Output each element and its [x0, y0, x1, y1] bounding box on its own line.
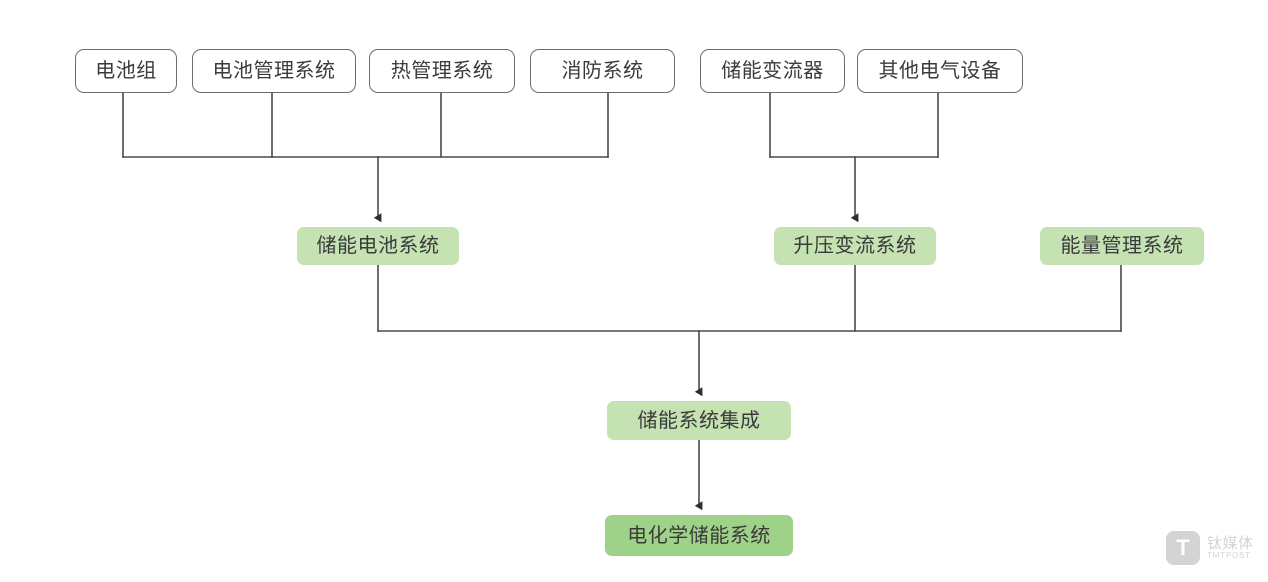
- watermark: T 钛媒体 TMTPOST: [1166, 528, 1262, 568]
- node-fire-protection-system[interactable]: 消防系统: [530, 49, 675, 93]
- node-battery-management-system-label: 电池管理系统: [212, 60, 336, 82]
- node-other-electrical-equipment[interactable]: 其他电气设备: [857, 49, 1023, 93]
- node-energy-management-system[interactable]: 能量管理系统: [1040, 227, 1204, 265]
- node-other-electrical-equipment-label: 其他电气设备: [878, 60, 1002, 82]
- node-boost-conversion-system[interactable]: 升压变流系统: [774, 227, 936, 265]
- watermark-text: 钛媒体 TMTPOST: [1207, 536, 1254, 560]
- node-electrochemical-energy-storage-system[interactable]: 电化学储能系统: [605, 515, 793, 556]
- node-boost-conversion-system-label: 升压变流系统: [793, 235, 917, 257]
- node-electrochemical-energy-storage-system-label: 电化学储能系统: [627, 524, 771, 547]
- tmtpost-logo-icon: T: [1166, 531, 1200, 565]
- node-battery-management-system[interactable]: 电池管理系统: [192, 49, 356, 93]
- node-energy-management-system-label: 能量管理系统: [1060, 235, 1184, 257]
- node-energy-storage-battery-system[interactable]: 储能电池系统: [297, 227, 459, 265]
- watermark-mark-letter: T: [1176, 535, 1190, 560]
- node-battery-pack-label: 电池组: [95, 60, 157, 82]
- watermark-name-cn: 钛媒体: [1207, 535, 1254, 552]
- node-energy-storage-system-integration-label: 储能系统集成: [637, 409, 761, 432]
- node-fire-protection-system-label: 消防系统: [561, 60, 644, 82]
- node-energy-storage-converter-label: 储能变流器: [721, 60, 824, 82]
- watermark-name-en: TMTPOST: [1207, 551, 1251, 560]
- node-thermal-management-system[interactable]: 热管理系统: [369, 49, 515, 93]
- node-energy-storage-battery-system-label: 储能电池系统: [316, 235, 440, 257]
- node-energy-storage-converter[interactable]: 储能变流器: [700, 49, 845, 93]
- node-energy-storage-system-integration[interactable]: 储能系统集成: [607, 401, 791, 440]
- node-thermal-management-system-label: 热管理系统: [390, 60, 494, 82]
- node-battery-pack[interactable]: 电池组: [75, 49, 177, 93]
